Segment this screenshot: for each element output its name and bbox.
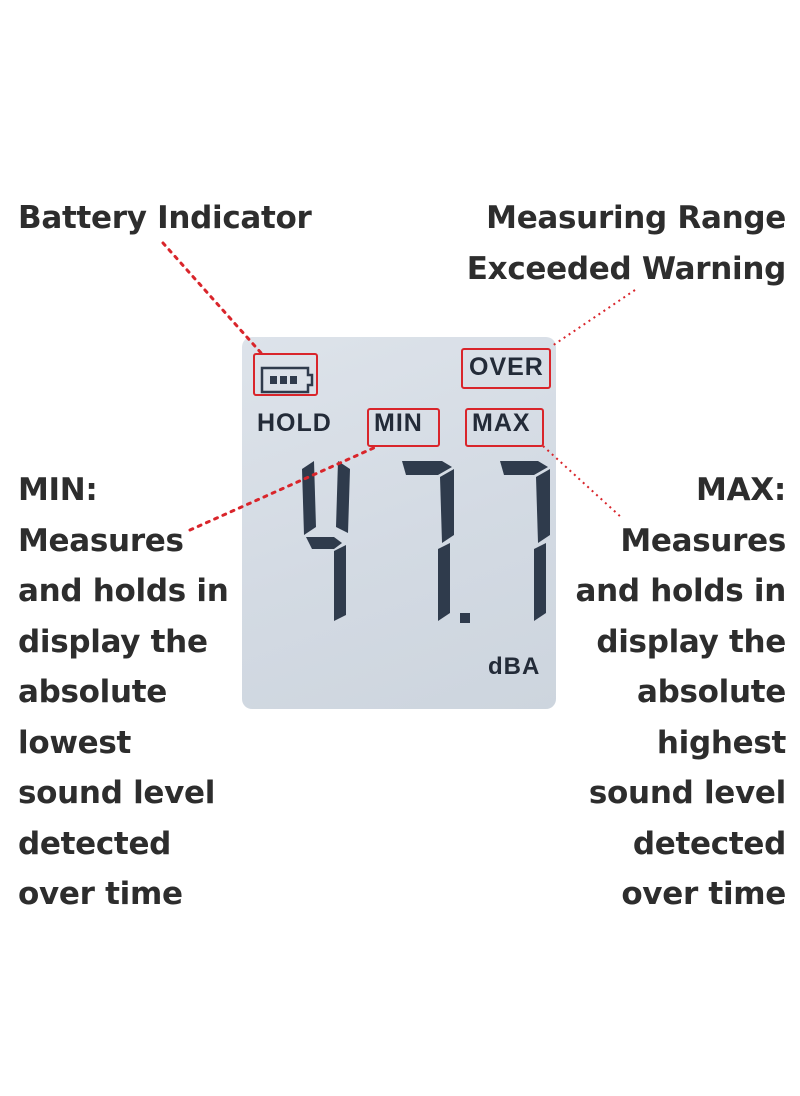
battery-label-line: Battery Indicator [18, 200, 312, 236]
range-label-line: Measuring Range [486, 200, 786, 236]
min-indicator: MIN [374, 409, 423, 437]
min-line: Measures [18, 522, 184, 559]
max-line: display the [596, 623, 786, 660]
decimal-point [460, 613, 470, 623]
max-line: over time [621, 876, 786, 912]
digit-7b-lower-right [534, 543, 546, 621]
range-label-line: Exceeded Warning [466, 250, 787, 287]
battery-leader-line [161, 241, 264, 356]
max-line: highest [656, 724, 786, 761]
range-leader-line [551, 289, 636, 347]
battery-indicator-label: Battery Indicator [18, 193, 312, 244]
unit-indicator: dBA [488, 653, 541, 680]
digit-7a-lower-right [438, 543, 450, 621]
max-line: sound level [588, 775, 786, 811]
max-description: MAX: Measures and holds in display the a… [576, 465, 787, 920]
digit-7b-upper-right [536, 469, 550, 543]
digit-7b-top [500, 461, 548, 475]
hold-indicator: HOLD [257, 409, 332, 437]
range-warning-label: Measuring Range Exceeded Warning [466, 193, 787, 294]
min-line: detected [18, 825, 172, 862]
max-line: detected [632, 825, 786, 862]
max-line: absolute [637, 674, 786, 710]
min-line: sound level [18, 775, 216, 811]
min-line: over time [18, 876, 183, 912]
min-description: MIN: Measures and holds in display the a… [18, 465, 229, 920]
seven-segment-digits [302, 461, 550, 623]
digit-4-middle [306, 537, 342, 549]
max-line: Measures [620, 522, 786, 559]
min-line: absolute [18, 674, 167, 710]
min-line: display the [18, 623, 208, 660]
digit-7a-top [402, 461, 452, 475]
min-highlight-box [367, 408, 440, 447]
digit-4-lower-right [334, 545, 346, 621]
over-highlight-box [461, 348, 551, 389]
min-line: lowest [18, 724, 132, 761]
min-line: MIN: [18, 472, 98, 508]
min-line: and holds in [18, 573, 229, 609]
min-leader-line [188, 444, 380, 532]
max-indicator: MAX [472, 409, 531, 437]
lcd-display: OVER HOLD MIN MAX 47.7 dBA [242, 337, 556, 709]
max-leader-line [542, 445, 623, 519]
max-line: MAX: [696, 472, 786, 508]
max-highlight-box [465, 408, 544, 447]
digit-7a-upper-right [440, 469, 454, 543]
battery-full-icon [260, 366, 314, 394]
max-line: and holds in [575, 573, 787, 609]
digit-4-upper-right [336, 461, 350, 533]
over-indicator: OVER [469, 353, 544, 381]
battery-highlight-box [253, 353, 318, 396]
